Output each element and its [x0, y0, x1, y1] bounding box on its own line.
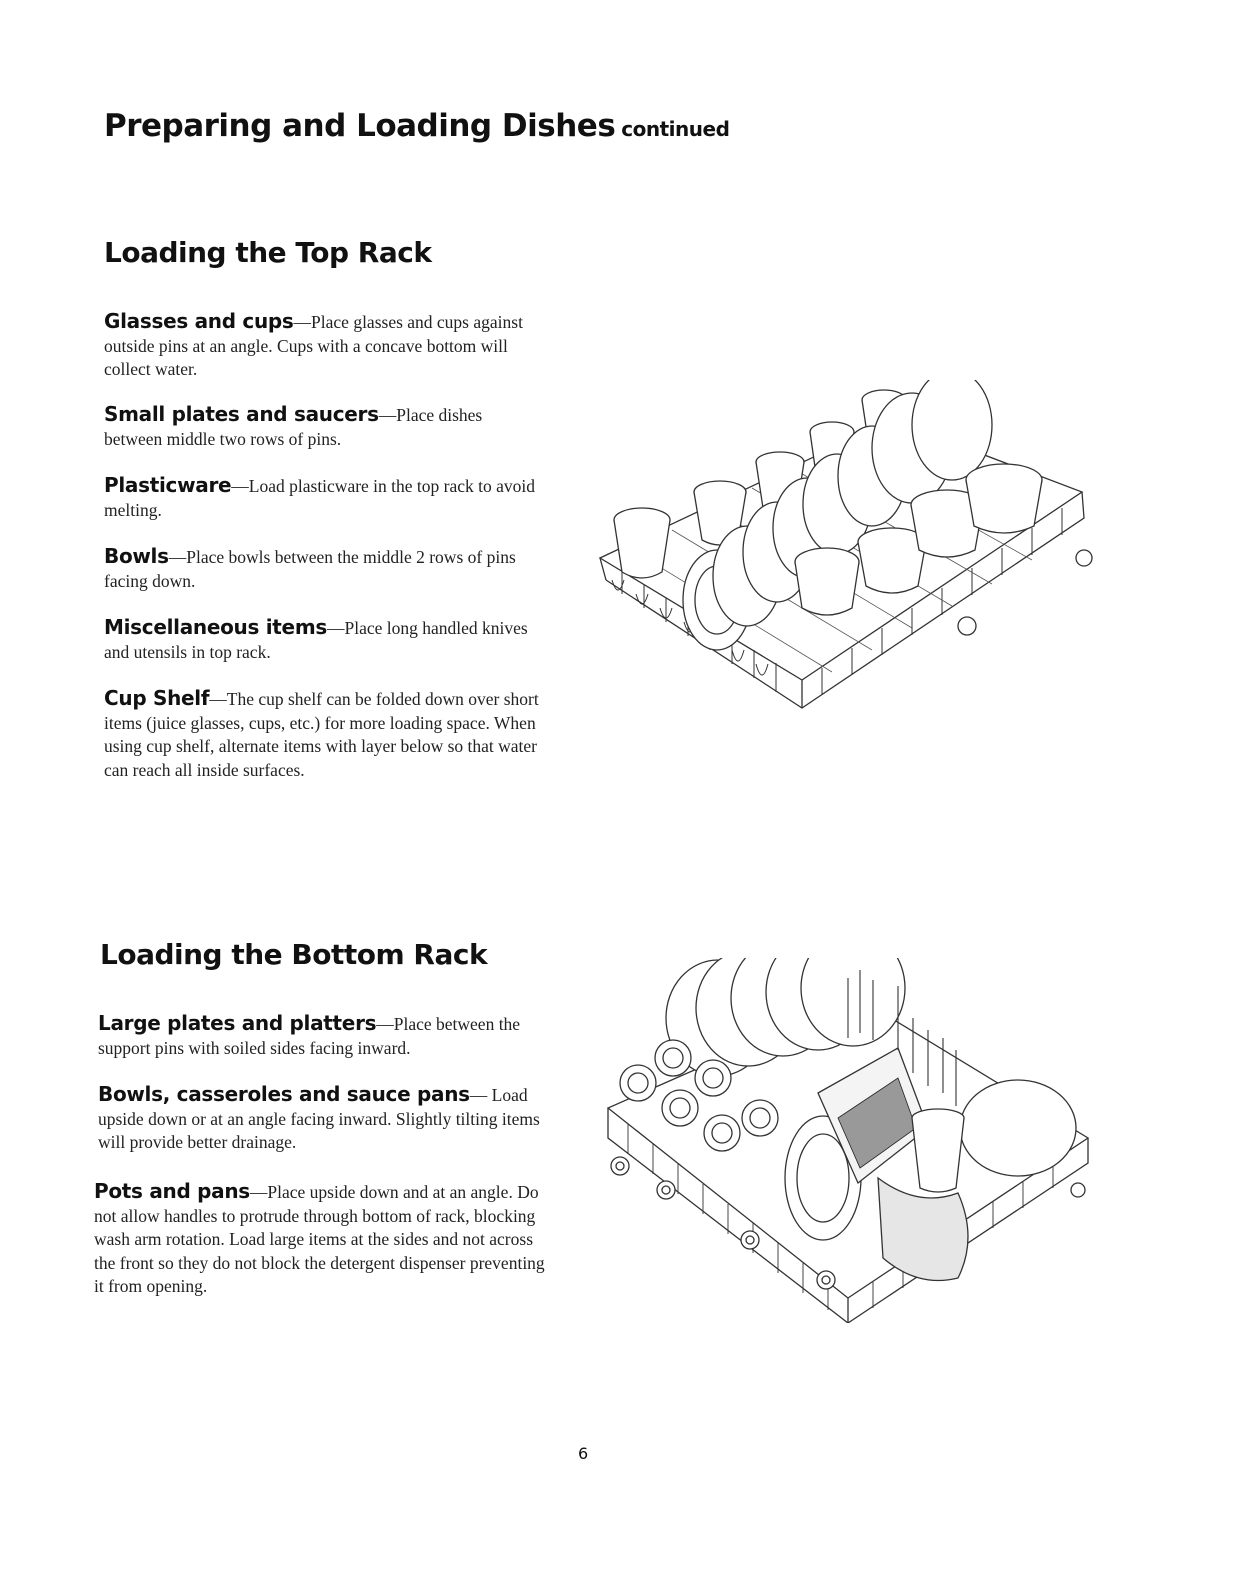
item-head: Plasticware	[104, 473, 232, 497]
item-head: Bowls	[104, 544, 169, 568]
bottom-rack-illustration	[598, 958, 1098, 1323]
item-head: Large plates and platters	[98, 1011, 377, 1035]
item-text: —Place upside down and at an angle. Do n…	[94, 1182, 545, 1296]
item-head: Cup Shelf	[104, 686, 210, 710]
bottom-rack-item-bowls-casseroles: Bowls, casseroles and sauce pans— Load u…	[98, 1082, 553, 1155]
item-text: —Place bowls between the middle 2 rows o…	[104, 547, 516, 591]
page-number: 6	[578, 1444, 589, 1463]
item-text: —Place between the support pins with soi…	[98, 1014, 521, 1058]
item-head: Small plates and saucers	[104, 402, 379, 426]
top-rack-item-cup-shelf: Cup Shelf—The cup shelf can be folded do…	[104, 686, 559, 782]
item-head: Pots and pans	[94, 1179, 250, 1203]
top-rack-item-small-plates: Small plates and saucers—Place dishes be…	[104, 402, 534, 451]
item-text: —Place dishes between middle two rows of…	[104, 405, 483, 449]
top-rack-item-misc: Miscellaneous items—Place long handled k…	[104, 615, 544, 664]
top-rack-item-bowls: Bowls—Place bowls between the middle 2 r…	[104, 544, 559, 593]
top-rack-heading: Loading the Top Rack	[104, 236, 432, 269]
top-rack-item-glasses: Glasses and cups—Place glasses and cups …	[104, 309, 534, 382]
bottom-rack-heading: Loading the Bottom Rack	[100, 938, 488, 971]
item-head: Bowls, casseroles and sauce pans	[98, 1082, 470, 1106]
item-text: —Load plasticware in the top rack to avo…	[104, 476, 536, 520]
page-title-main: Preparing and Loading Dishes	[104, 108, 616, 144]
item-text: — Load upside down or at an angle facing…	[98, 1085, 540, 1152]
bottom-rack-item-pots-pans: Pots and pans—Place upside down and at a…	[94, 1179, 549, 1299]
item-head: Glasses and cups	[104, 309, 294, 333]
item-text: —Place glasses and cups against outside …	[104, 312, 523, 379]
item-head: Miscellaneous items	[104, 615, 327, 639]
top-rack-item-plasticware: Plasticware—Load plasticware in the top …	[104, 473, 554, 522]
top-rack-illustration	[592, 380, 1102, 720]
bottom-rack-item-large-plates: Large plates and platters—Place between …	[98, 1011, 543, 1060]
item-text: —Place long handled knives and utensils …	[104, 618, 528, 662]
page-title-suffix: continued	[621, 117, 730, 141]
item-text: —The cup shelf can be folded down over s…	[104, 689, 539, 780]
